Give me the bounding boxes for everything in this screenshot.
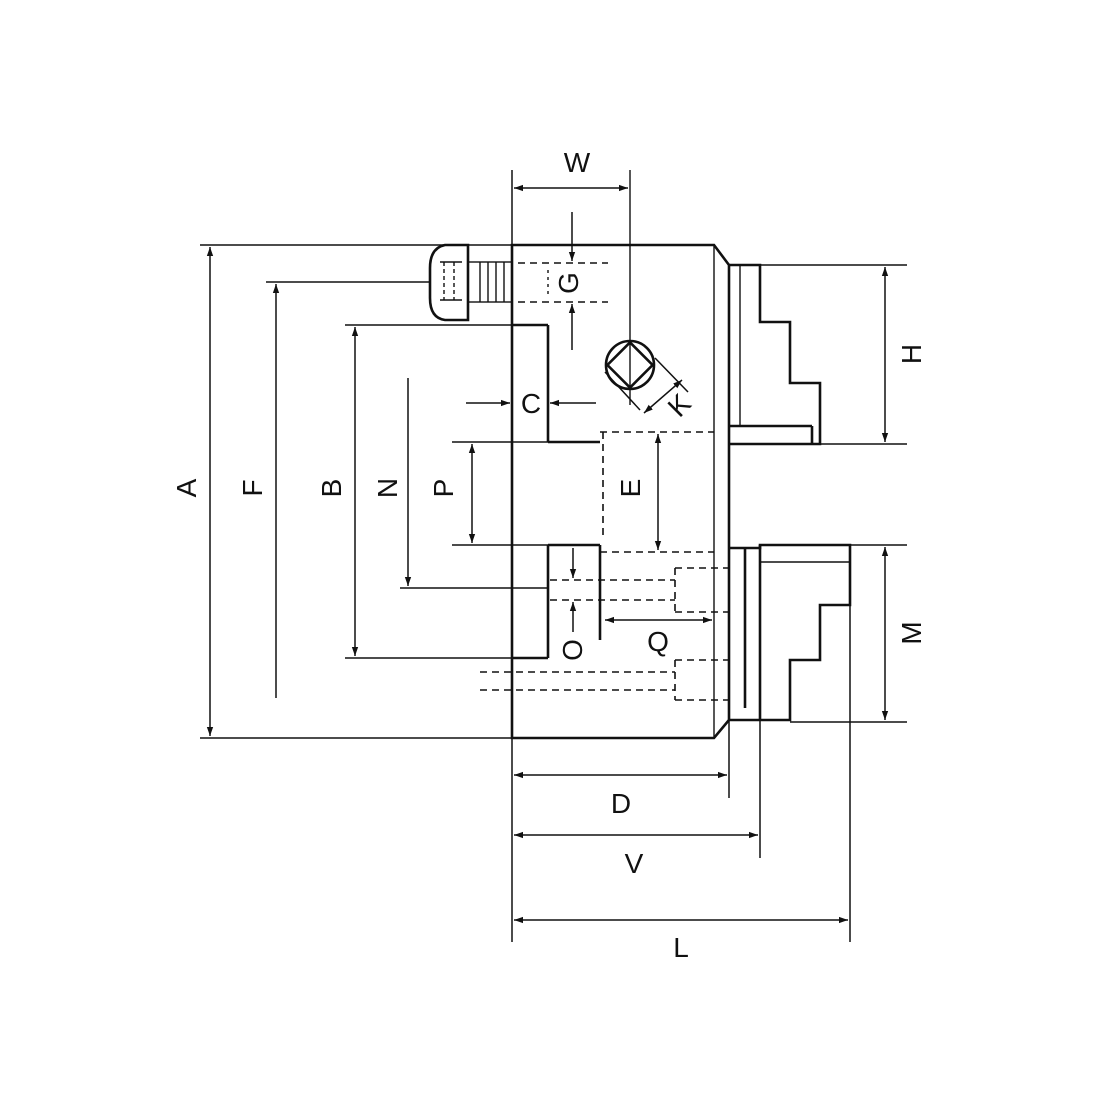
- bore-profile: [512, 323, 602, 660]
- label-q: Q: [647, 626, 669, 657]
- key-socket: [604, 170, 656, 405]
- dimension-labels: W G C K A F B N P E O Q H M D V L: [171, 147, 927, 963]
- label-o: O: [557, 639, 588, 661]
- label-n: N: [372, 478, 403, 498]
- label-v: V: [625, 848, 644, 879]
- label-d: D: [611, 788, 631, 819]
- lower-jaw: [729, 543, 852, 722]
- label-c: C: [521, 388, 541, 419]
- label-h: H: [896, 344, 927, 364]
- label-w: W: [564, 147, 591, 178]
- label-f: F: [237, 479, 268, 496]
- dimension-arrows: [206, 184, 889, 924]
- clamping-screw: [428, 243, 513, 322]
- label-g: G: [553, 272, 584, 294]
- label-b: B: [316, 479, 347, 498]
- label-m: M: [896, 621, 927, 644]
- label-p: P: [428, 479, 459, 498]
- extension-lines: [200, 170, 907, 942]
- label-a: A: [171, 478, 202, 497]
- upper-jaw: [729, 263, 822, 446]
- hidden-lines: [480, 262, 728, 701]
- label-e: E: [615, 479, 646, 498]
- label-l: L: [673, 932, 689, 963]
